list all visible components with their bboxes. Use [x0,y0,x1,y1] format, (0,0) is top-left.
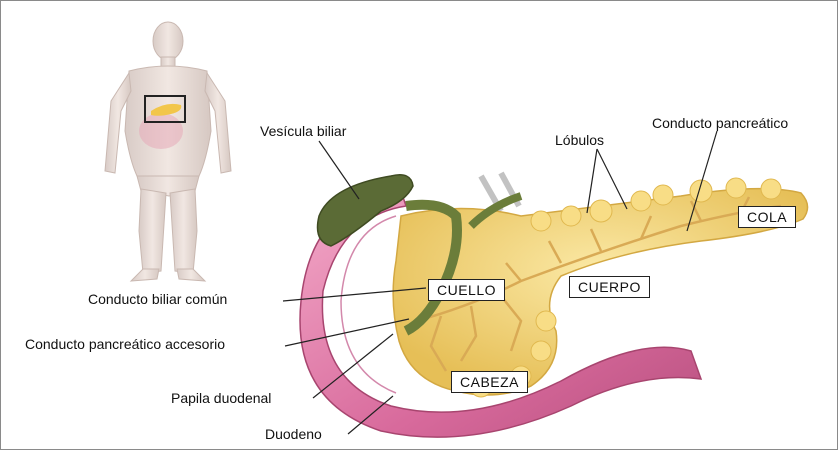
label-duodenal-papilla: Papila duodenal [171,390,271,406]
label-accessory-duct: Conducto pancreático accesorio [25,336,225,352]
region-label-cuello: CUELLO [428,279,505,301]
region-label-cuerpo: CUERPO [569,276,650,298]
region-label-cabeza: CABEZA [451,371,528,393]
label-lobules: Lóbulos [555,132,604,148]
label-common-bile-duct: Conducto biliar común [88,291,227,307]
label-pancreatic-duct: Conducto pancreático [652,115,788,131]
label-gallbladder: Vesícula biliar [260,123,346,139]
region-label-cola: COLA [738,206,796,228]
label-duodenum: Duodeno [265,426,322,442]
human-body-figure [105,22,231,281]
